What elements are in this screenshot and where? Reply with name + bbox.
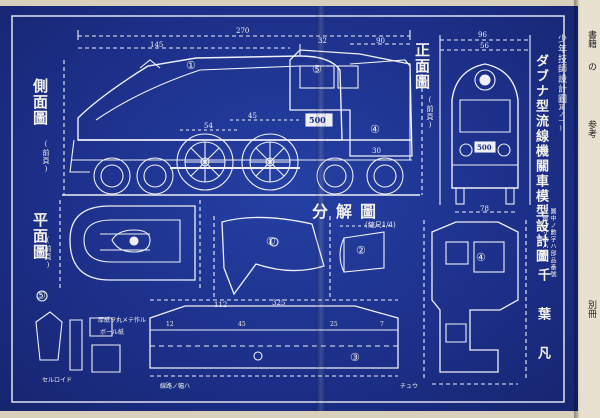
side-view-note: (前頁) (42, 140, 50, 174)
engine-number-side: 500 (309, 115, 326, 125)
exploded-scale: (縮尺1/4) (365, 221, 396, 229)
front-view-note: (前頁) (426, 96, 434, 130)
dim-side-30: 30 (372, 147, 381, 155)
note-celluloid: セルロイド (42, 377, 73, 384)
part-number-1: ① (266, 235, 276, 248)
margin-text-3: 参考 (586, 120, 596, 138)
part-number-5-side: ⑤ (312, 63, 322, 76)
margin-text-4: 別冊 (586, 300, 596, 318)
number-plate-front (475, 142, 495, 152)
dim-exploded-b: 325 (272, 299, 286, 307)
series-number: (其ノ一) (557, 96, 564, 133)
exploded-parts (35, 216, 527, 385)
margin-text-1: 書籍 (586, 30, 596, 48)
dim-front-width: 96 (478, 31, 487, 39)
dim-overall: 270 (236, 27, 250, 35)
page-fold (316, 6, 326, 411)
blueprint-sheet (0, 6, 578, 411)
series-name: 少年技師設計圖 (556, 34, 566, 104)
dim-boiler: 145 (150, 41, 164, 49)
sheet-border (11, 15, 565, 403)
page-shadow (574, 0, 580, 418)
dim-small-3: 25 (330, 321, 338, 328)
plan-view-note: (前頁) (44, 236, 52, 270)
number-plate-side (307, 113, 333, 127)
plan-view (59, 200, 201, 290)
legend-note-units: 凡例ノ寸法ハ粍 (541, 208, 548, 257)
margin-text-2: の (586, 62, 596, 71)
note-rolled-card: 厚紙ヲ丸メテ作ル (98, 317, 147, 324)
engine-number-front: 500 (477, 143, 492, 152)
part-number-3: ③ (350, 351, 360, 364)
part-number-5: ⑤ (36, 289, 46, 302)
part-number-4: ④ (370, 123, 380, 136)
dim-side-45: 45 (248, 112, 257, 120)
note-rail-gauge: 線路ノ幅ハ (160, 383, 191, 390)
dim-cab: 32 (318, 37, 327, 45)
side-view-locomotive (62, 30, 423, 196)
dim-front-low: 78 (480, 205, 489, 213)
dim-exploded-a: 112 (214, 301, 228, 309)
legend-note-parts: 圖中ノ數字ハ部品番號 (549, 208, 556, 278)
dim-side-54: 54 (204, 122, 213, 130)
dim-small-2: 45 (238, 321, 246, 328)
front-view-locomotive (439, 35, 531, 213)
dim-small-1: 12 (166, 321, 174, 328)
plan-view-title: 平面圖 (31, 212, 49, 260)
note-cardboard: ボール紙 (100, 329, 125, 336)
author-name: 千葉凡 (535, 268, 550, 385)
front-view-title: 正面圖 (413, 42, 431, 90)
dim-tender-top: 90 (376, 37, 385, 45)
note-chu: チュウ (400, 383, 419, 390)
adjacent-page (578, 0, 600, 418)
part-number-2: ② (356, 244, 366, 257)
part-number-4-exploded: ④ (476, 251, 486, 264)
drawing-title: ダブナ型流線機關車模型設計圖 (533, 54, 548, 264)
side-view-title: 側面圖 (31, 78, 49, 126)
dim-small-4: 7 (380, 321, 384, 328)
part-number-1-side: ① (186, 59, 196, 72)
dim-front-inner: 56 (480, 42, 489, 50)
exploded-view-title: 分解圖 (312, 202, 385, 221)
